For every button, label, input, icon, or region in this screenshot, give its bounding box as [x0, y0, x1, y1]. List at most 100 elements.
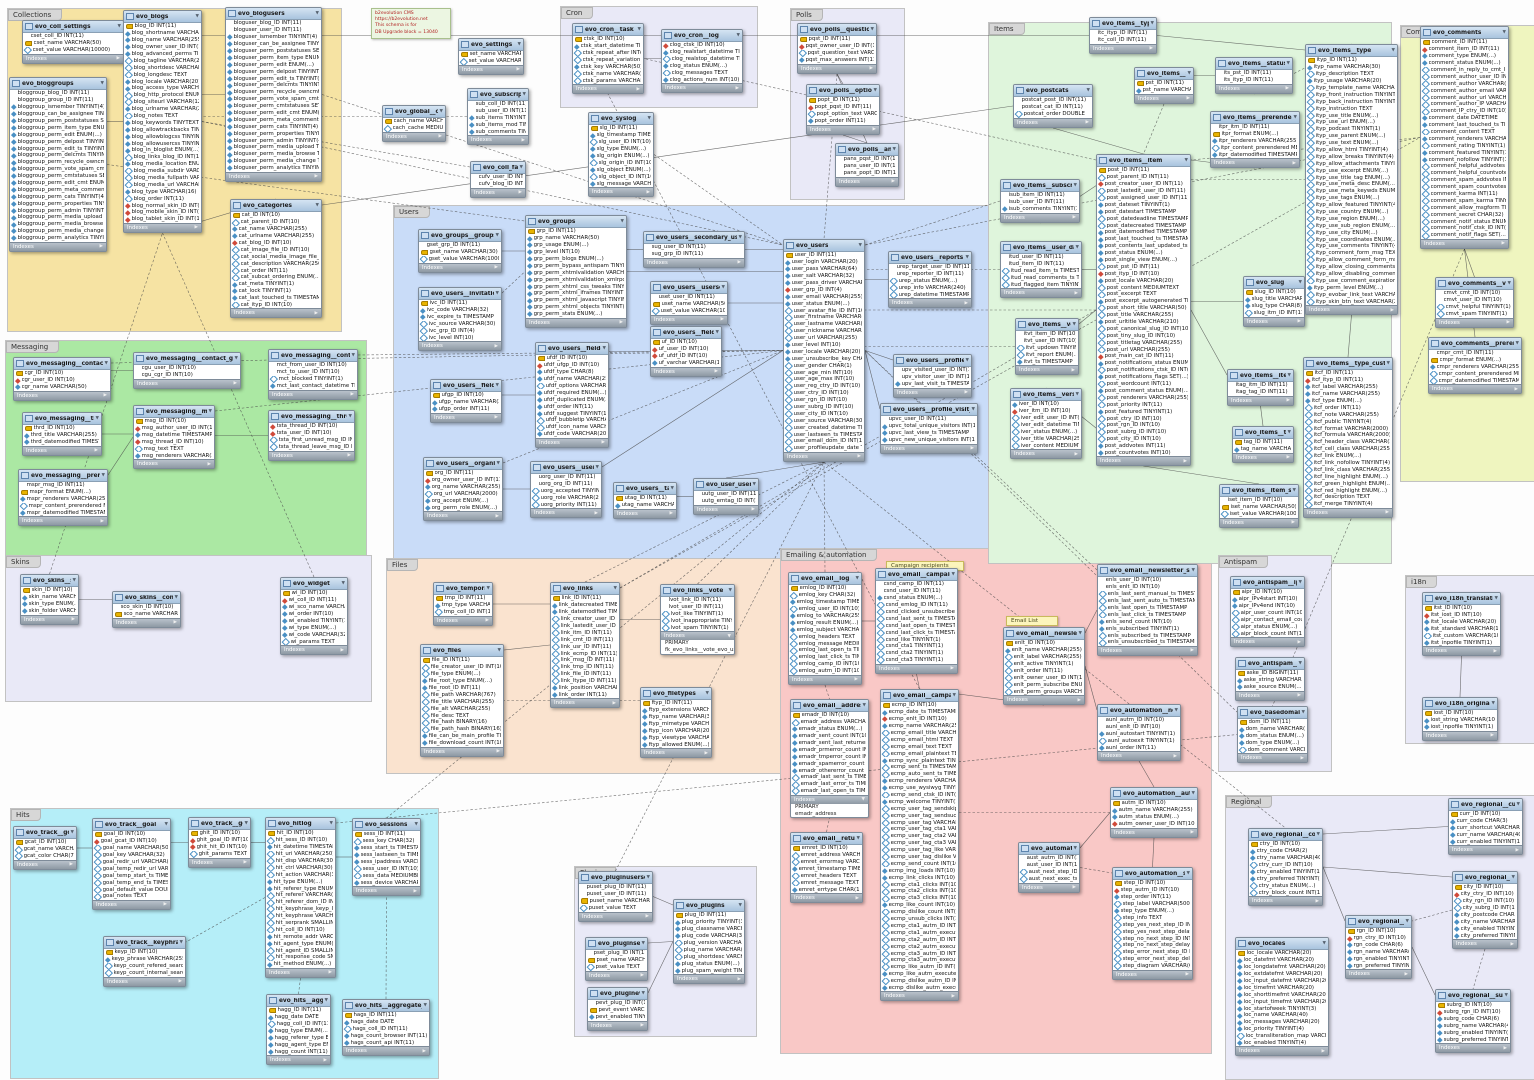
table-evo_users__invitation_code[interactable]: evo_users__invitation_code▼ivc_ID INT(11… — [418, 287, 502, 352]
table-evo_users__fields[interactable]: evo_users__fields▼uf_ID INT(10)uf_user_I… — [650, 326, 722, 377]
table-header[interactable]: evo_user_usertag▼ — [694, 479, 758, 491]
table-evo_messaging__contact_groups[interactable]: evo_messaging__contact_groups▼cgr_ID INT… — [13, 357, 111, 401]
indexes-bar[interactable]: Indexes▶ — [1220, 517, 1298, 527]
collapse-arrow-icon[interactable]: ▼ — [496, 461, 500, 466]
indexes-bar[interactable]: Indexes▶ — [23, 53, 123, 63]
table-evo_regional__country[interactable]: evo_regional__country▼ctry_ID INT(10)ctr… — [1248, 828, 1323, 907]
collapse-arrow-icon[interactable]: ▼ — [315, 11, 319, 16]
table-header[interactable]: evo_hitlog▼ — [266, 818, 335, 830]
table-evo_filetypes[interactable]: evo_filetypes▼ftyp_ID INT(11)ftyp_extens… — [640, 687, 712, 759]
expand-arrow-icon[interactable]: ▶ — [1185, 972, 1189, 978]
indexes-bar[interactable]: Indexes▶ — [1097, 456, 1190, 466]
table-evo_items__item_settings[interactable]: evo_items__item_settings▼iset_item_ID IN… — [1219, 484, 1299, 528]
indexes-bar[interactable]: Indexes▶ — [1453, 939, 1517, 949]
expand-arrow-icon[interactable]: ▶ — [1506, 320, 1510, 326]
table-header[interactable]: evo_email__returns▼ — [791, 833, 862, 845]
expand-arrow-icon[interactable]: ▶ — [601, 440, 605, 446]
indexes-bar[interactable]: Indexes▶ — [881, 991, 958, 1001]
table-header[interactable]: evo_messaging__threadstatus▼ — [269, 411, 354, 423]
collapse-arrow-icon[interactable]: ▼ — [1298, 580, 1302, 585]
expand-arrow-icon[interactable]: ▶ — [347, 453, 351, 459]
expand-arrow-icon[interactable]: ▶ — [669, 511, 673, 517]
expand-arrow-icon[interactable]: ▶ — [854, 677, 858, 683]
table-evo_users__fielddefs[interactable]: evo_users__fielddefs▼ufdf_ID INT(10)ufdf… — [535, 342, 609, 448]
table-evo_categories[interactable]: evo_categories▼cat_ID INT(10)cat_parent_… — [230, 199, 322, 319]
table-header[interactable]: evo_temporary_ID▼ — [434, 583, 492, 595]
table-header[interactable]: evo_items__itemtag▼ — [1228, 370, 1293, 382]
expand-arrow-icon[interactable]: ▶ — [636, 86, 640, 92]
collapse-arrow-icon[interactable]: ▼ — [497, 648, 501, 653]
collapse-arrow-icon[interactable]: ▼ — [72, 578, 76, 583]
collapse-arrow-icon[interactable]: ▼ — [495, 233, 499, 238]
collapse-arrow-icon[interactable]: ▼ — [351, 353, 355, 358]
table-evo_items__item[interactable]: evo_items__item▼post_ID INT(11)post_pare… — [1096, 154, 1191, 467]
table-header[interactable]: evo_automation__user_state▼ — [1019, 843, 1079, 855]
table-header[interactable]: evo_groups__groupsettings▼ — [419, 230, 501, 242]
table-evo_items__prerendering[interactable]: evo_items__prerendering▼itpr_itm_ID INT(… — [1210, 111, 1300, 169]
collapse-arrow-icon[interactable]: ▼ — [1292, 488, 1296, 493]
table-header[interactable]: evo_users__fields▼ — [651, 327, 721, 339]
table-evo_settings[interactable]: evo_settings▼set_name VARCHAR(64)set_val… — [458, 38, 524, 75]
expand-arrow-icon[interactable]: ▶ — [704, 750, 708, 756]
collapse-arrow-icon[interactable]: ▼ — [1386, 361, 1390, 366]
indexes-bar[interactable]: Indexes▶ — [589, 187, 653, 197]
expand-arrow-icon[interactable]: ▶ — [314, 174, 318, 180]
collapse-arrow-icon[interactable]: ▼ — [1187, 71, 1191, 76]
table-header[interactable]: evo_items__item_settings▼ — [1220, 485, 1298, 497]
indexes-bar[interactable]: Indexes▶ — [1423, 730, 1497, 740]
table-header[interactable]: evo_items__type_coll▼ — [1090, 18, 1156, 30]
table-header[interactable]: evo_track__goalhit▼ — [189, 818, 250, 830]
indexes-bar[interactable]: Indexes▶ — [19, 516, 107, 526]
table-header[interactable]: evo_users__profile_visit_counters▼ — [881, 404, 977, 416]
expand-arrow-icon[interactable]: ▶ — [1173, 753, 1177, 759]
table-header[interactable]: evo_bloggroups▼ — [10, 78, 106, 90]
table-header[interactable]: evo_automation__automation▼ — [1111, 788, 1197, 800]
collapse-arrow-icon[interactable]: ▼ — [728, 588, 732, 593]
table-header[interactable]: evo_messaging__message▼ — [134, 406, 214, 418]
table-evo_regional__subregion[interactable]: evo_regional__subregion▼subrg_ID INT(10)… — [1435, 989, 1511, 1054]
table-evo_items__tag[interactable]: evo_items__tag▼tag_ID INT(11)tag_name VA… — [1232, 426, 1294, 463]
table-header[interactable]: evo_postcats▼ — [1014, 85, 1092, 97]
table-header[interactable]: evo_pluginusersettings▼ — [579, 872, 652, 884]
table-evo_items__status[interactable]: evo_items__status▼pst_ID INT(11)pst_name… — [1134, 67, 1194, 104]
expand-arrow-icon[interactable]: ▶ — [494, 415, 498, 421]
expand-arrow-icon[interactable]: ▶ — [612, 700, 616, 706]
collapse-arrow-icon[interactable]: ▼ — [522, 92, 526, 97]
collapse-arrow-icon[interactable]: ▼ — [1186, 871, 1190, 876]
collapse-arrow-icon[interactable]: ▼ — [70, 830, 74, 835]
expand-arrow-icon[interactable]: ▶ — [1286, 455, 1290, 461]
expand-arrow-icon[interactable]: ▶ — [964, 390, 968, 396]
table-header[interactable]: evo_items__tag▼ — [1233, 427, 1293, 439]
indexes-bar[interactable]: Indexes▶ — [459, 64, 523, 74]
indexes-bar[interactable]: Indexes▶ — [189, 857, 250, 867]
table-evo_users[interactable]: evo_users▼user_ID INT(11)user_login VARC… — [783, 239, 865, 462]
collapse-arrow-icon[interactable]: ▼ — [495, 383, 499, 388]
expand-arrow-icon[interactable]: ▶ — [518, 190, 522, 196]
expand-arrow-icon[interactable]: ▶ — [1074, 290, 1078, 296]
table-evo_users__profile_visits[interactable]: evo_users__profile_visits▼upv_visited_us… — [893, 354, 972, 398]
expand-arrow-icon[interactable]: ▶ — [1404, 971, 1408, 977]
indexes-bar[interactable]: Indexes▶ — [1233, 452, 1293, 462]
table-evo_links__vote[interactable]: evo_links__vote▼lvot_link_ID INT(11)lvot… — [660, 584, 735, 656]
indexes-bar[interactable]: Indexes▶ — [1304, 507, 1392, 517]
collapse-arrow-icon[interactable]: ▼ — [341, 581, 345, 586]
expand-arrow-icon[interactable]: ▶ — [1149, 46, 1153, 52]
table-evo_files[interactable]: evo_files▼file_ID INT(11)file_creator_us… — [420, 644, 504, 757]
table-evo_email__returns[interactable]: evo_email__returns▼emret_ID INT(10)emret… — [790, 832, 863, 904]
expand-arrow-icon[interactable]: ▶ — [646, 189, 650, 195]
table-header[interactable]: evo_regional__currency▼ — [1449, 799, 1522, 811]
table-header[interactable]: evo_basedomains▼ — [1238, 707, 1307, 719]
table-header[interactable]: evo_coll_settings▼ — [23, 21, 123, 33]
table-header[interactable]: evo_items__item▼ — [1097, 155, 1190, 167]
table-header[interactable]: evo_polls__question▼ — [798, 24, 876, 36]
collapse-arrow-icon[interactable]: ▼ — [602, 346, 606, 351]
table-evo_i18n_translated_string[interactable]: evo_i18n_translated_string▼itst_ID INT(1… — [1422, 592, 1501, 657]
expand-arrow-icon[interactable]: ▶ — [1186, 96, 1190, 102]
indexes-bar[interactable]: Indexes▶ — [1436, 317, 1513, 327]
indexes-bar[interactable]: Indexes▶ — [1113, 969, 1192, 979]
table-evo_coll_favs[interactable]: evo_coll_favs▼cufv_user_ID INT(10)cufv_b… — [470, 161, 526, 198]
indexes-bar[interactable]: Indexes▼ — [661, 631, 734, 641]
collapse-arrow-icon[interactable]: ▼ — [1391, 48, 1395, 53]
table-header[interactable]: evo_items__status_type▼ — [1216, 58, 1292, 70]
table-evo_sessions[interactable]: evo_sessions▼sess_ID INT(11)sess_key CHA… — [352, 818, 421, 897]
